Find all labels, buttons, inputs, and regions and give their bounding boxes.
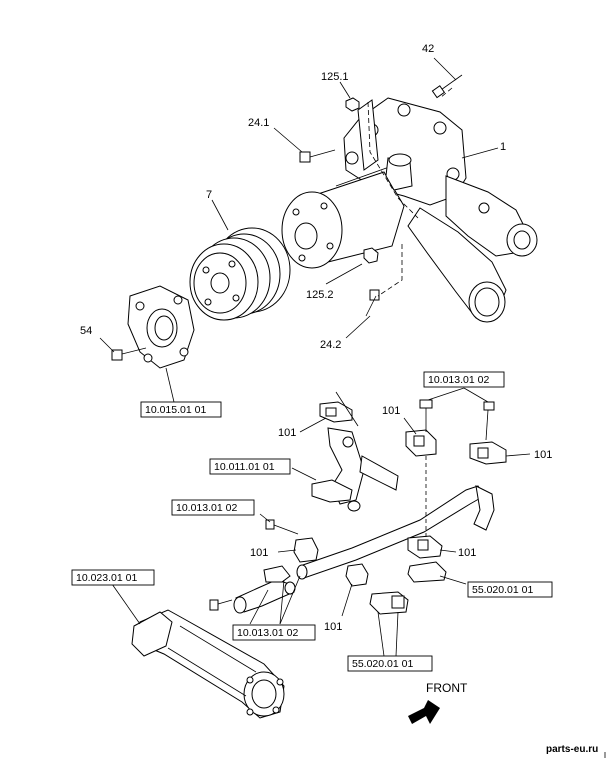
coolant-pipe [296,485,495,580]
leader-lines [99,57,531,657]
bolt-54 [111,347,147,361]
clamp-101-bottom [345,563,369,587]
callout-125-1: 125.1 [321,71,349,83]
bracket-55-020-bottom [369,591,409,615]
callout-24-1: 24.1 [248,117,269,129]
alignment-lines [367,87,453,297]
bolt-42 [431,74,463,99]
callout-101-top-left: 101 [278,427,296,439]
clamp-101-top-left [319,401,353,423]
callout-101-mid-left: 101 [250,547,268,559]
front-arrow-icon [408,700,440,724]
ref-box-10-011-01-01: 10.011.01 01 [214,461,275,473]
ref-box-10-013-01-02-top: 10.013.01 02 [428,374,489,386]
callout-7: 7 [206,189,212,201]
callout-54: 54 [80,325,92,337]
nut-125-1 [345,97,360,112]
ref-box-55-020-01-01-bottom: 55.020.01 01 [352,658,413,670]
exhaust-pipe [131,609,285,719]
ref-box-10-013-01-02-bottom: 10.013.01 02 [237,627,298,639]
pulley-7 [189,227,291,321]
clamp-101-mid-right [407,535,443,559]
ref-box-10-023-01-01: 10.023.01 01 [76,572,137,584]
callout-1: 1 [500,141,506,153]
callout-101-right: 101 [534,449,552,461]
bolt-24-2 [365,289,380,317]
nut-125-2 [363,247,379,264]
bolt-24-1 [299,149,336,163]
ref-box-10-015-01-01: 10.015.01 01 [145,404,206,416]
ref-box-55-020-01-01-right: 55.020.01 01 [472,584,533,596]
clamp-101-mid-left [293,537,319,563]
callout-101-bottom: 101 [324,621,342,633]
callout-101-top-mid: 101 [382,405,400,417]
clamp-bolts [265,399,495,540]
callout-125-2: 125.2 [306,289,334,301]
clamp-101-top-mid [405,429,437,457]
spacer-plate [127,285,195,369]
watermark: parts-eu.ru [546,744,598,755]
front-label: FRONT [426,681,468,695]
callout-24-2: 24.2 [320,339,341,351]
ref-box-10-013-01-02-mid: 10.013.01 02 [176,502,237,514]
callout-42: 42 [422,43,434,55]
bracket-55-020-right [407,561,447,583]
pipe-support-bracket [311,427,399,512]
hose-fitting [209,565,296,614]
clamp-101-right [469,441,507,465]
water-pump-body [281,97,538,323]
callout-101-mid-right: 101 [458,547,476,559]
